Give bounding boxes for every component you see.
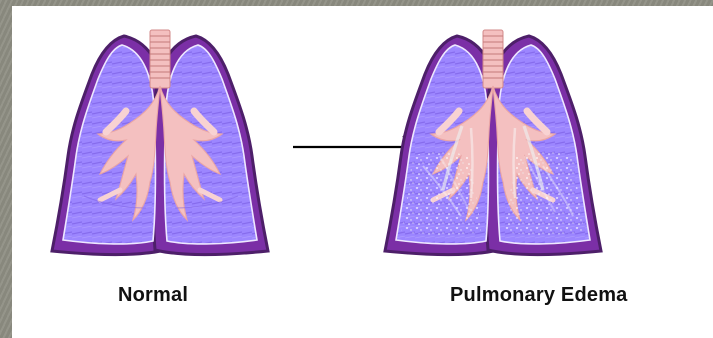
normal-lungs-icon bbox=[52, 30, 268, 255]
normal-label: Normal bbox=[118, 284, 188, 307]
arrow-icon bbox=[293, 136, 418, 158]
diagram-panel: Normal Pulmonary Edema bbox=[12, 6, 713, 338]
pulmonary-edema-lungs-icon bbox=[385, 30, 601, 255]
pulmonary-edema-label: Pulmonary Edema bbox=[450, 284, 628, 307]
